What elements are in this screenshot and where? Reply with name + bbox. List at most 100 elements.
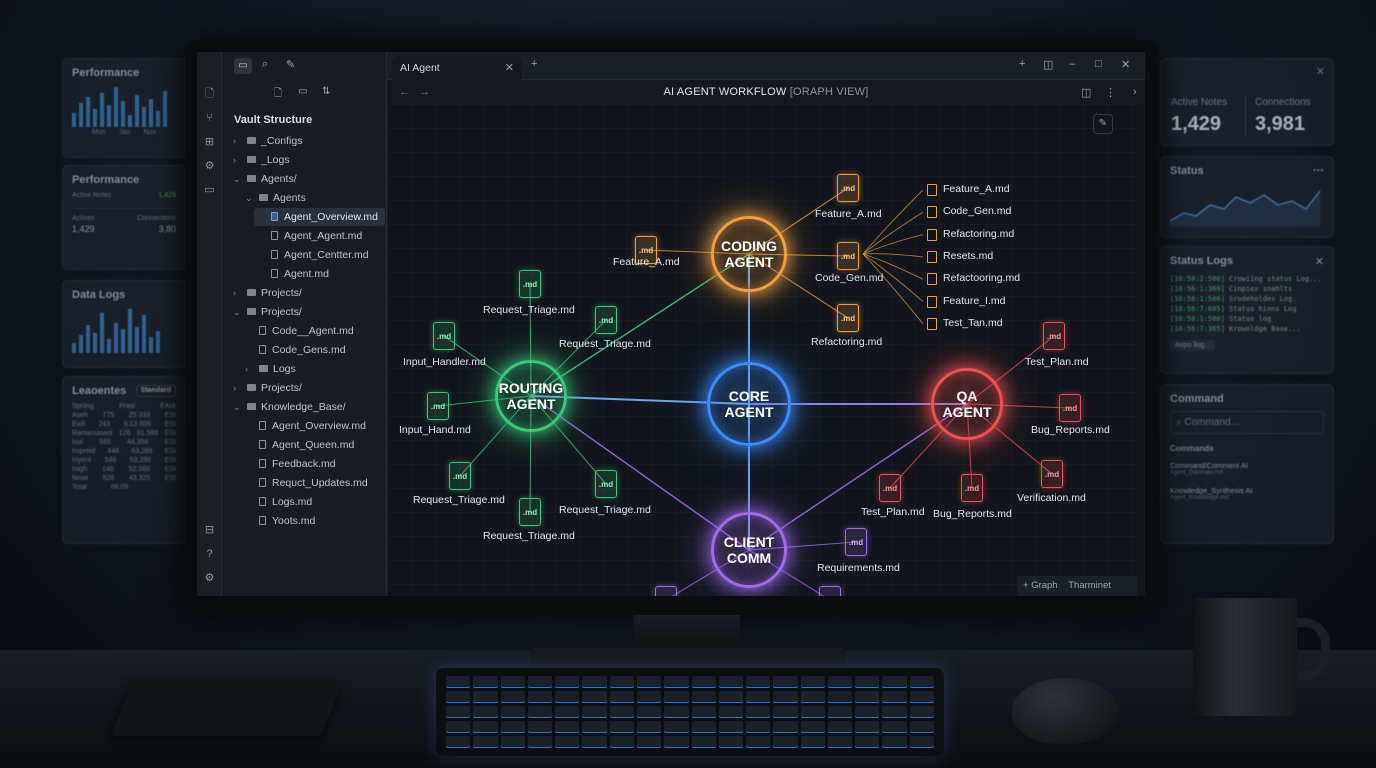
file-icon[interactable]: 🗋 [205, 88, 214, 100]
forward-arrow-icon[interactable]: → [419, 86, 430, 98]
graph-file-label[interactable]: Refactooring.md [943, 272, 1021, 285]
graph-file-label[interactable]: Feature_I.md [943, 294, 1006, 307]
graph-file-label[interactable]: Refactoring.md [811, 336, 883, 348]
md-file-icon[interactable]: .md [519, 270, 541, 298]
md-file-icon[interactable] [927, 228, 937, 241]
tree-folder[interactable]: ›_Logs [230, 151, 385, 169]
grid-icon[interactable]: ⊞ [204, 136, 215, 148]
md-file-icon[interactable]: .md [635, 236, 657, 264]
terminal-status-button[interactable]: Tharminet [1068, 580, 1111, 591]
graph-file-label[interactable]: Feature_A.md [613, 256, 680, 268]
tree-file[interactable]: Feedback.md [242, 455, 385, 473]
minimize-icon[interactable]: – [1069, 58, 1076, 70]
tree-file[interactable]: Agent_Overview.md [242, 417, 385, 435]
leaderboard-dropdown[interactable]: Standard [135, 385, 176, 397]
tree-file[interactable]: Logs.md [242, 493, 385, 511]
reading-view-icon[interactable]: ◫ [1081, 87, 1092, 99]
graph-file-label[interactable]: Test_Plan.md [1025, 356, 1089, 368]
tree-folder[interactable]: ⌄Knowledge_Base/ [230, 398, 385, 416]
md-file-icon[interactable]: .md [595, 306, 617, 334]
graph-file-label[interactable]: Requirements.md [817, 562, 900, 574]
graph-file-label[interactable]: Request_Triage.md [413, 494, 505, 506]
graph-file-label[interactable]: Request_Triage.md [559, 504, 651, 516]
tab-ai-agent[interactable]: AI Agent ✕ [392, 56, 522, 80]
new-tab-icon[interactable]: + [531, 58, 538, 70]
graph-file-label[interactable]: Input_Hand.md [399, 424, 471, 436]
md-file-icon[interactable]: .md [1043, 322, 1065, 350]
close-icon[interactable]: ✕ [1315, 66, 1325, 78]
md-file-icon[interactable]: .md [427, 392, 449, 420]
tree-file[interactable]: Agent_Agent.md [254, 227, 385, 245]
graph-file-label[interactable]: Resets.md [943, 249, 994, 262]
new-note-icon[interactable]: 🗋 [274, 88, 283, 99]
md-file-icon[interactable]: .md [449, 462, 471, 490]
tree-file[interactable]: Requct_Updates.md [242, 474, 385, 492]
md-file-icon[interactable]: .md [961, 474, 983, 502]
close-tab-icon[interactable]: ✕ [504, 62, 514, 74]
status-logs-button[interactable]: Aepo llog... [1170, 340, 1216, 351]
tree-file[interactable]: Agent.md [254, 265, 385, 283]
chevron-down-icon[interactable]: ⌄ [233, 307, 241, 317]
sort-icon[interactable]: ⇅ [322, 86, 331, 97]
md-file-icon[interactable]: .md [879, 474, 901, 502]
md-file-icon[interactable]: .md [519, 498, 541, 526]
tree-file[interactable]: Code__Agent.md [242, 322, 385, 340]
md-file-icon[interactable]: .md [1059, 394, 1081, 422]
chevron-right-icon[interactable]: › [233, 155, 236, 165]
graph-settings-icon[interactable]: ✎ [1093, 114, 1113, 134]
add-icon[interactable]: + [1019, 58, 1026, 70]
graph-file-label[interactable]: Request_Triage.md [483, 530, 575, 542]
chevron-down-icon[interactable]: ⌄ [233, 174, 241, 184]
tree-folder[interactable]: ›Projects/ [230, 379, 385, 397]
md-file-icon[interactable]: .md [819, 586, 841, 596]
tree-folder[interactable]: ›_Configs [230, 132, 385, 150]
graph-file-label[interactable]: Verification.md [1017, 492, 1086, 504]
md-file-icon[interactable]: .md [595, 470, 617, 498]
md-file-icon[interactable]: .md [655, 586, 677, 596]
branch-icon[interactable]: ⑂ [206, 112, 213, 124]
tree-file[interactable]: Agent_Centter.md [254, 246, 385, 264]
folder-view-icon[interactable]: ▭ [234, 58, 252, 74]
chevron-right-icon[interactable]: › [233, 136, 236, 146]
md-file-icon[interactable] [927, 206, 937, 219]
chevron-down-icon[interactable]: ⌄ [233, 402, 241, 412]
md-file-icon[interactable]: .md [837, 304, 859, 332]
md-file-icon[interactable]: .md [845, 528, 867, 556]
command-input[interactable]: ⌕ Command... [1170, 411, 1324, 434]
md-file-icon[interactable]: .md [1041, 460, 1063, 488]
search-icon[interactable]: ⌕ [262, 58, 269, 70]
graph-file-label[interactable]: Bug_Reports.md [1031, 424, 1110, 436]
md-file-icon[interactable] [927, 184, 937, 196]
help-icon[interactable]: ? [206, 548, 213, 560]
close-icon[interactable]: ✕ [1314, 256, 1324, 268]
tree-folder[interactable]: ›Projects/ [230, 284, 385, 302]
new-folder-icon[interactable]: ▭ [298, 86, 308, 97]
tree-folder[interactable]: ⌄Projects/ [230, 303, 385, 321]
tree-folder[interactable]: ⌄Agents/ [230, 170, 385, 188]
md-file-icon[interactable] [927, 273, 937, 286]
chevron-right-icon[interactable]: › [233, 288, 236, 298]
chevron-right-icon[interactable]: › [245, 364, 248, 374]
graph-file-label[interactable]: Test_Plan.md [861, 506, 925, 518]
md-file-icon[interactable]: .md [837, 174, 859, 202]
graph-file-label[interactable]: Code_Gen.md [815, 272, 884, 284]
settings-gear-icon[interactable]: ⚙ [204, 572, 215, 584]
more-options-icon[interactable]: ⋮ [1105, 87, 1116, 99]
tree-file[interactable]: Yoots.md [242, 512, 385, 530]
graph-file-label[interactable]: Input_Handler.md [403, 356, 486, 368]
tree-folder[interactable]: ⌄Agents [242, 189, 385, 207]
maximize-icon[interactable]: □ [1095, 58, 1102, 70]
chevron-down-icon[interactable]: ⌄ [245, 193, 253, 203]
graph-file-label[interactable]: Refactoring.md [943, 227, 1015, 240]
tree-file[interactable]: Code_Gens.md [242, 341, 385, 359]
plugin-icon[interactable]: ⚙ [204, 160, 215, 172]
close-window-icon[interactable]: ✕ [1121, 59, 1131, 71]
graph-file-label[interactable]: Request_Triage.md [483, 304, 575, 316]
